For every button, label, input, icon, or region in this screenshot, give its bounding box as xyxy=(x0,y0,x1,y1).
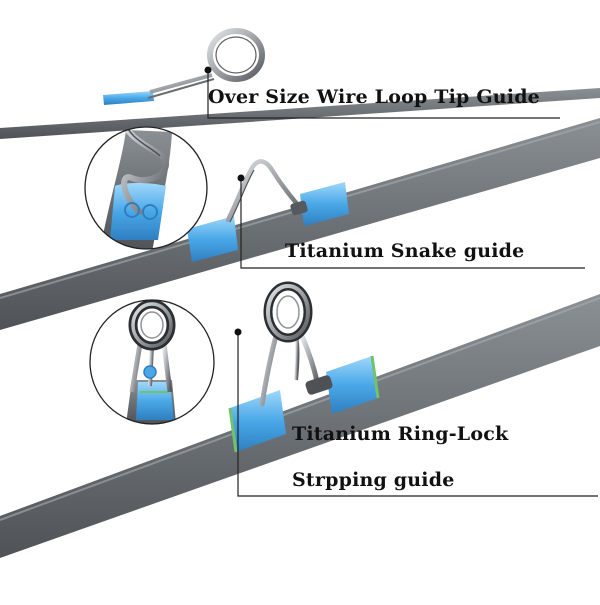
rod-butt-section xyxy=(0,281,600,558)
snake-guide-callout-line xyxy=(240,178,585,269)
snake-guide-label: Titanium Snake guide xyxy=(285,240,525,262)
snake-guide-callout-dot xyxy=(237,174,245,182)
ringlock-guide-callout-line xyxy=(237,332,598,497)
tip-guide-callout-line xyxy=(207,70,560,119)
ringlock-guide-callout-dot xyxy=(234,328,242,336)
rod-tip-section xyxy=(0,28,600,139)
snake-guide-closeup xyxy=(84,126,208,250)
callout-lines xyxy=(207,70,598,497)
stripping-guide-label: Strpping guide xyxy=(292,469,455,491)
tip-guide-label: Over Size Wire Loop Tip Guide xyxy=(208,86,540,108)
ringlock-guide-label: Titanium Ring-Lock xyxy=(292,423,509,445)
tip-guide-callout-dot xyxy=(204,66,212,74)
ringlock-guide-closeup xyxy=(89,299,215,425)
rod-mid-section xyxy=(0,118,600,330)
